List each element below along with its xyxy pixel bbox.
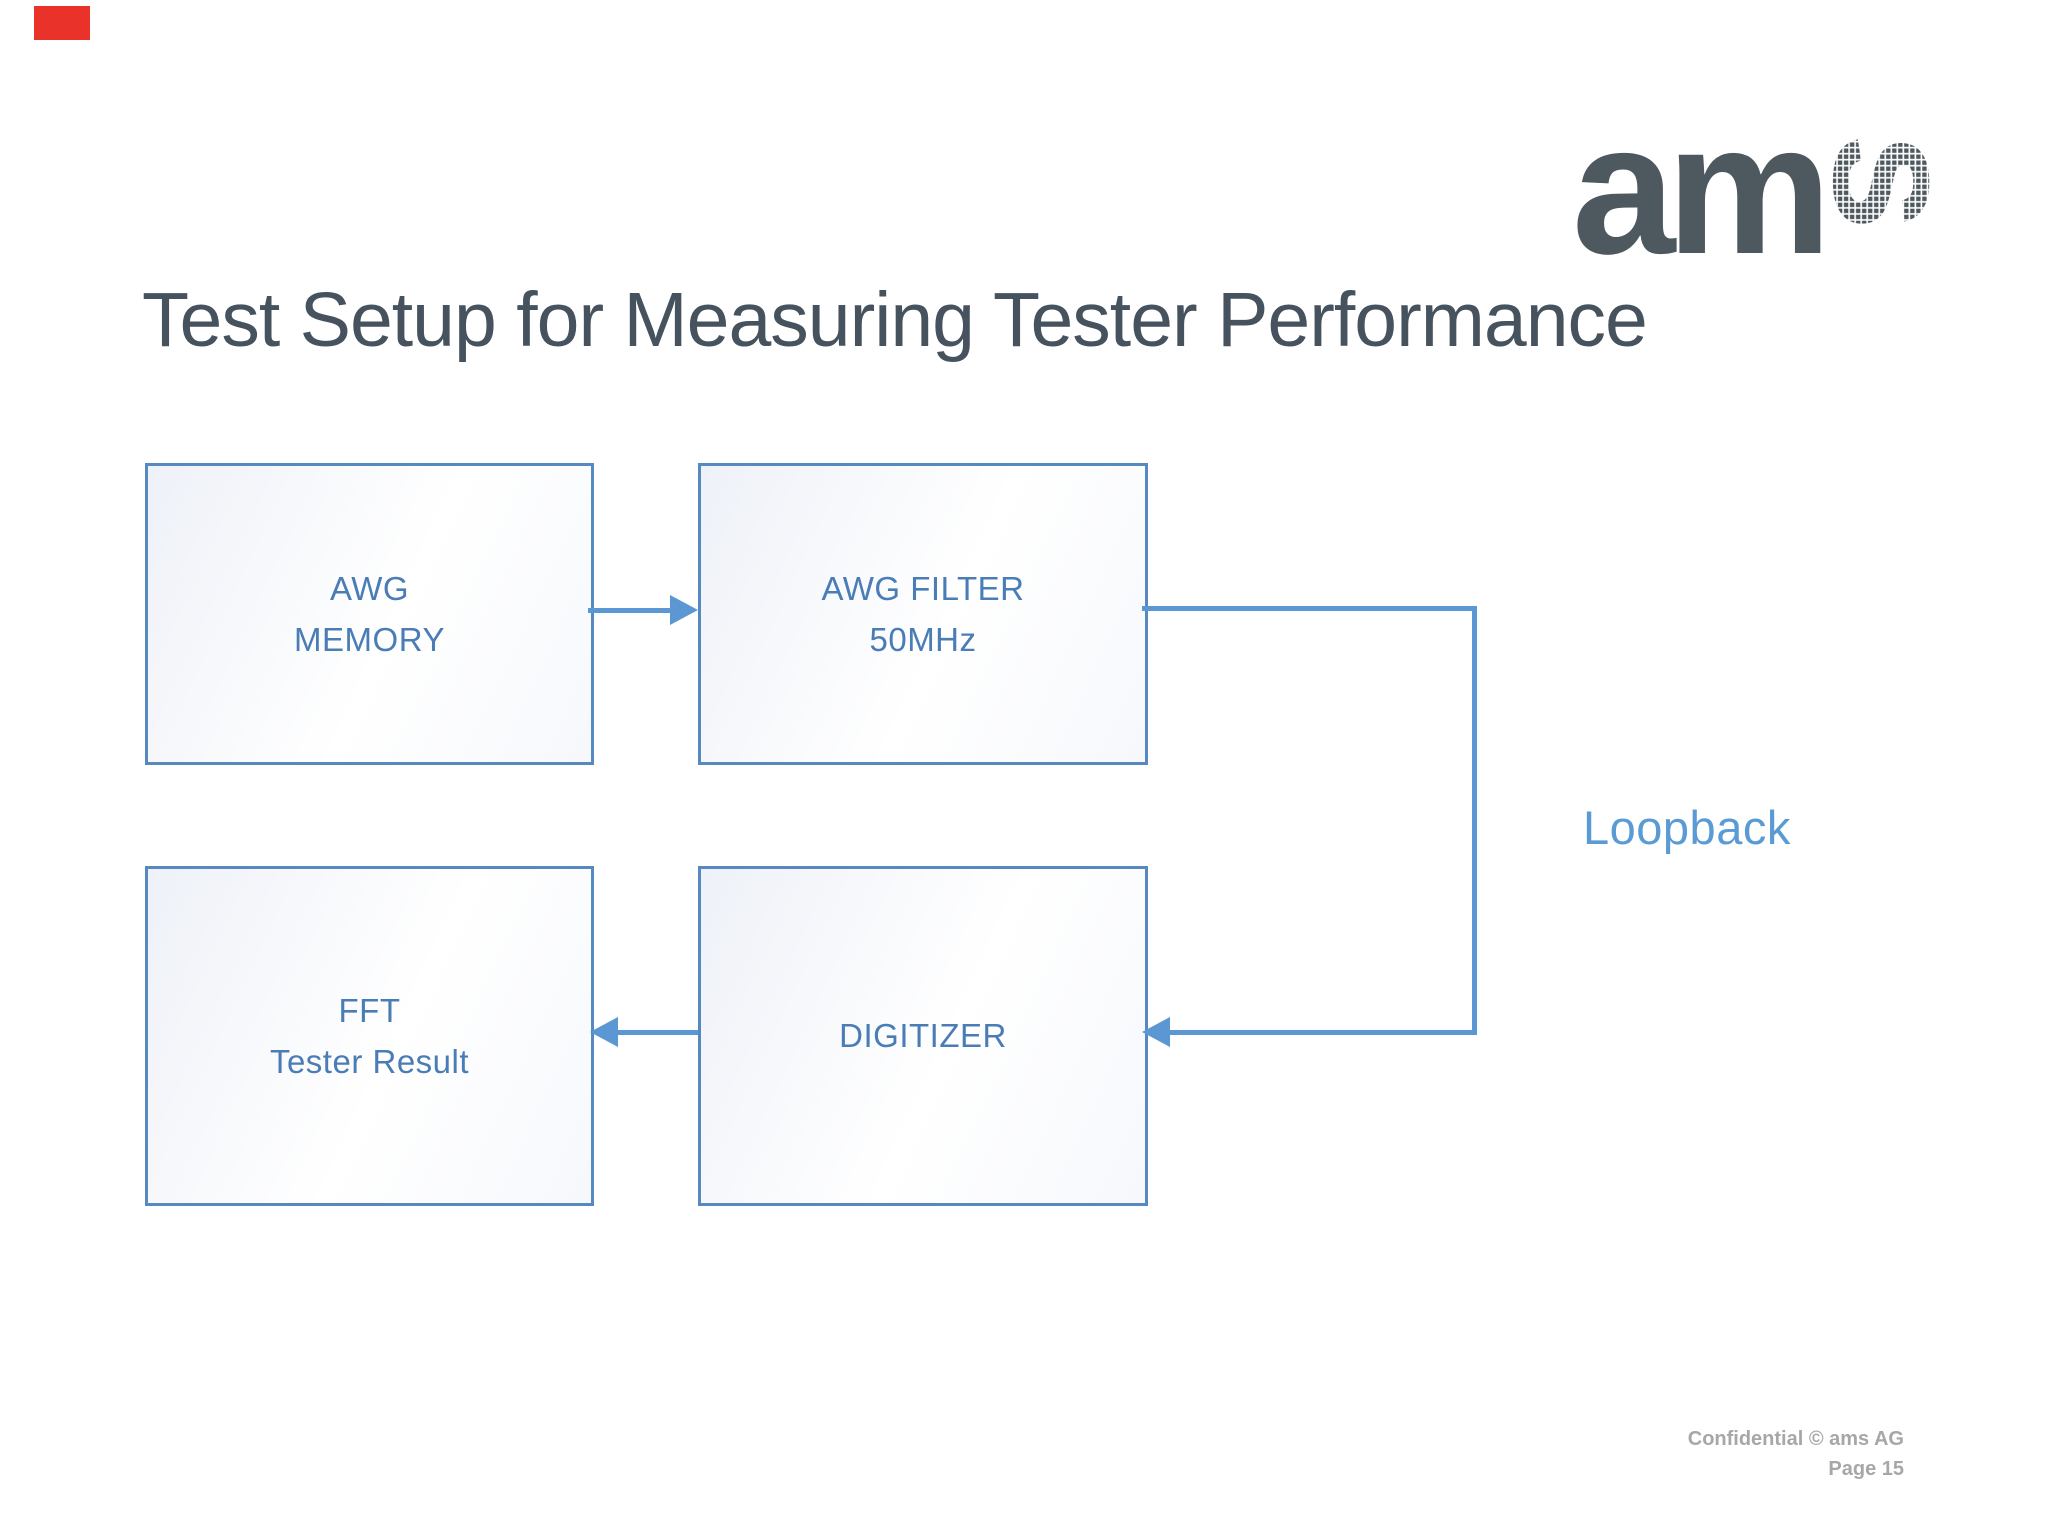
box-fft-line1: FFT: [338, 991, 401, 1029]
ams-logo-dotted-s-icon: s: [1819, 136, 1937, 227]
box-digitizer: DIGITIZER: [698, 866, 1148, 1206]
svg-text:s: s: [1819, 136, 1937, 227]
arrowhead-into-awg-filter-icon: [670, 595, 698, 625]
red-corner-marker: [34, 6, 90, 40]
footer-confidential: Confidential © ams AG: [1687, 1428, 1904, 1450]
box-awg-filter: AWG FILTER 50MHz: [698, 463, 1148, 765]
loopback-line-top: [1142, 606, 1477, 611]
ams-logo: am s: [1572, 85, 1937, 293]
box-digitizer-line1: DIGITIZER: [839, 1017, 1007, 1055]
loopback-line-vertical: [1472, 606, 1477, 1035]
box-awg-memory: AWG MEMORY: [145, 463, 594, 765]
box-awg-filter-line2: 50MHz: [869, 621, 977, 658]
connector-awgmemory-to-awgfilter: [588, 608, 674, 613]
arrowhead-into-fft-icon: [590, 1017, 618, 1047]
box-fft-tester-result: FFT Tester Result: [145, 866, 594, 1206]
connector-digitizer-to-fft: [618, 1030, 698, 1035]
loopback-line-bottom: [1168, 1030, 1477, 1035]
footer: Confidential © ams AG Page 15: [1688, 1424, 1904, 1484]
box-awg-memory-line1: AWG: [329, 569, 410, 607]
box-fft-line2: Tester Result: [269, 1043, 470, 1080]
ams-logo-am-text: am: [1572, 85, 1832, 293]
box-awg-memory-line2: MEMORY: [294, 621, 445, 658]
box-awg-filter-line1: AWG FILTER: [821, 569, 1025, 607]
footer-page-number: Page 15: [1828, 1458, 1904, 1480]
loopback-label: Loopback: [1583, 801, 1791, 854]
slide-title: Test Setup for Measuring Tester Performa…: [142, 277, 1648, 363]
arrowhead-into-digitizer-icon: [1142, 1017, 1170, 1047]
